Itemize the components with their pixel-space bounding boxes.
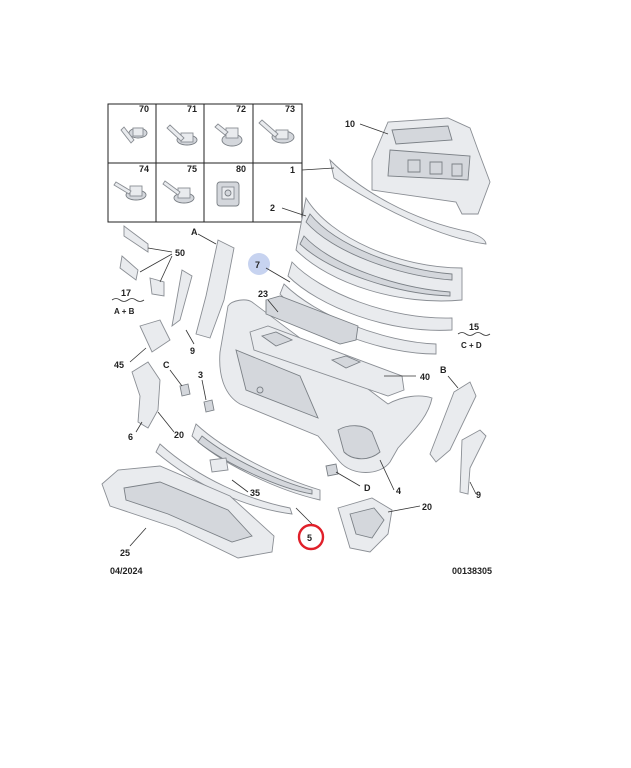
callout-2: 2 xyxy=(270,203,275,213)
callout-3: 3 xyxy=(198,370,203,380)
ref-15-sub: C + D xyxy=(461,341,482,350)
callout-10: 10 xyxy=(345,119,355,129)
highlight-callout-7 xyxy=(248,253,270,275)
fastener-label-73: 73 xyxy=(285,104,295,114)
lower-grille-35 xyxy=(191,423,321,501)
date-code: 04/2024 xyxy=(110,566,143,576)
highlight-callout-5 xyxy=(297,523,325,551)
callout-20-right: 20 xyxy=(422,502,432,512)
screw-75-icon xyxy=(162,180,195,204)
fastener-label-71: 71 xyxy=(187,104,197,114)
right-bracket-B xyxy=(429,381,477,463)
fastener-label-80: 80 xyxy=(236,164,246,174)
fastener-label-74: 74 xyxy=(139,164,149,174)
fastener-grid: 70 71 72 73 74 75 80 xyxy=(107,103,303,223)
screw-70-icon xyxy=(120,126,148,144)
callout-B: B xyxy=(440,365,447,375)
clip-C xyxy=(179,383,191,397)
clip-3 xyxy=(203,399,215,413)
clips-50 xyxy=(119,225,165,297)
fastener-label-72: 72 xyxy=(236,104,246,114)
callout-9-left: 9 xyxy=(190,346,195,356)
undertray-25 xyxy=(101,465,275,559)
ref-17-number: 17 xyxy=(121,288,131,298)
callout-D: D xyxy=(364,483,371,493)
callout-40: 40 xyxy=(420,372,430,382)
lower-strip-5 xyxy=(155,443,293,515)
callout-45: 45 xyxy=(114,360,124,370)
clip-72-icon xyxy=(214,123,243,147)
callout-50: 50 xyxy=(175,248,185,258)
side-bracket-6 xyxy=(131,361,161,429)
callout-20-left: 20 xyxy=(174,430,184,440)
callout-9-right: 9 xyxy=(476,490,481,500)
cage-nut-80-icon xyxy=(216,181,240,207)
fastener-label-70: 70 xyxy=(139,104,149,114)
callout-25: 25 xyxy=(120,548,130,558)
reinforcement-23 xyxy=(265,295,359,345)
callout-C: C xyxy=(163,360,170,370)
clip-D xyxy=(325,463,339,477)
reference-15: 15 C + D xyxy=(457,322,491,350)
callout-7: 7 xyxy=(255,260,260,270)
fog-lamp-trim-20 xyxy=(337,497,393,553)
front-panel-10 xyxy=(371,117,491,215)
callout-4: 4 xyxy=(396,486,401,496)
diagram-id: 00138305 xyxy=(452,566,492,576)
screw-74-icon xyxy=(113,181,147,201)
ref-17-sub: A + B xyxy=(114,307,135,316)
right-trim-9 xyxy=(459,429,487,495)
absorber-beam-40 xyxy=(249,325,405,397)
callout-1: 1 xyxy=(290,165,295,175)
screw-71-icon xyxy=(166,124,198,146)
callout-23: 23 xyxy=(258,289,268,299)
radiator-grille-2 xyxy=(287,196,463,331)
bracket-45 xyxy=(139,319,171,353)
ref-15-number: 15 xyxy=(469,322,479,332)
upper-grille-trim-1 xyxy=(329,158,487,245)
screw-73-icon xyxy=(258,119,295,144)
callout-5: 5 xyxy=(307,533,312,543)
reference-17: 17 A + B xyxy=(111,288,145,316)
fastener-label-75: 75 xyxy=(187,164,197,174)
callout-A: A xyxy=(191,227,198,237)
callout-35: 35 xyxy=(250,488,260,498)
callout-6: 6 xyxy=(128,432,133,442)
left-bracket-9 xyxy=(171,239,235,339)
